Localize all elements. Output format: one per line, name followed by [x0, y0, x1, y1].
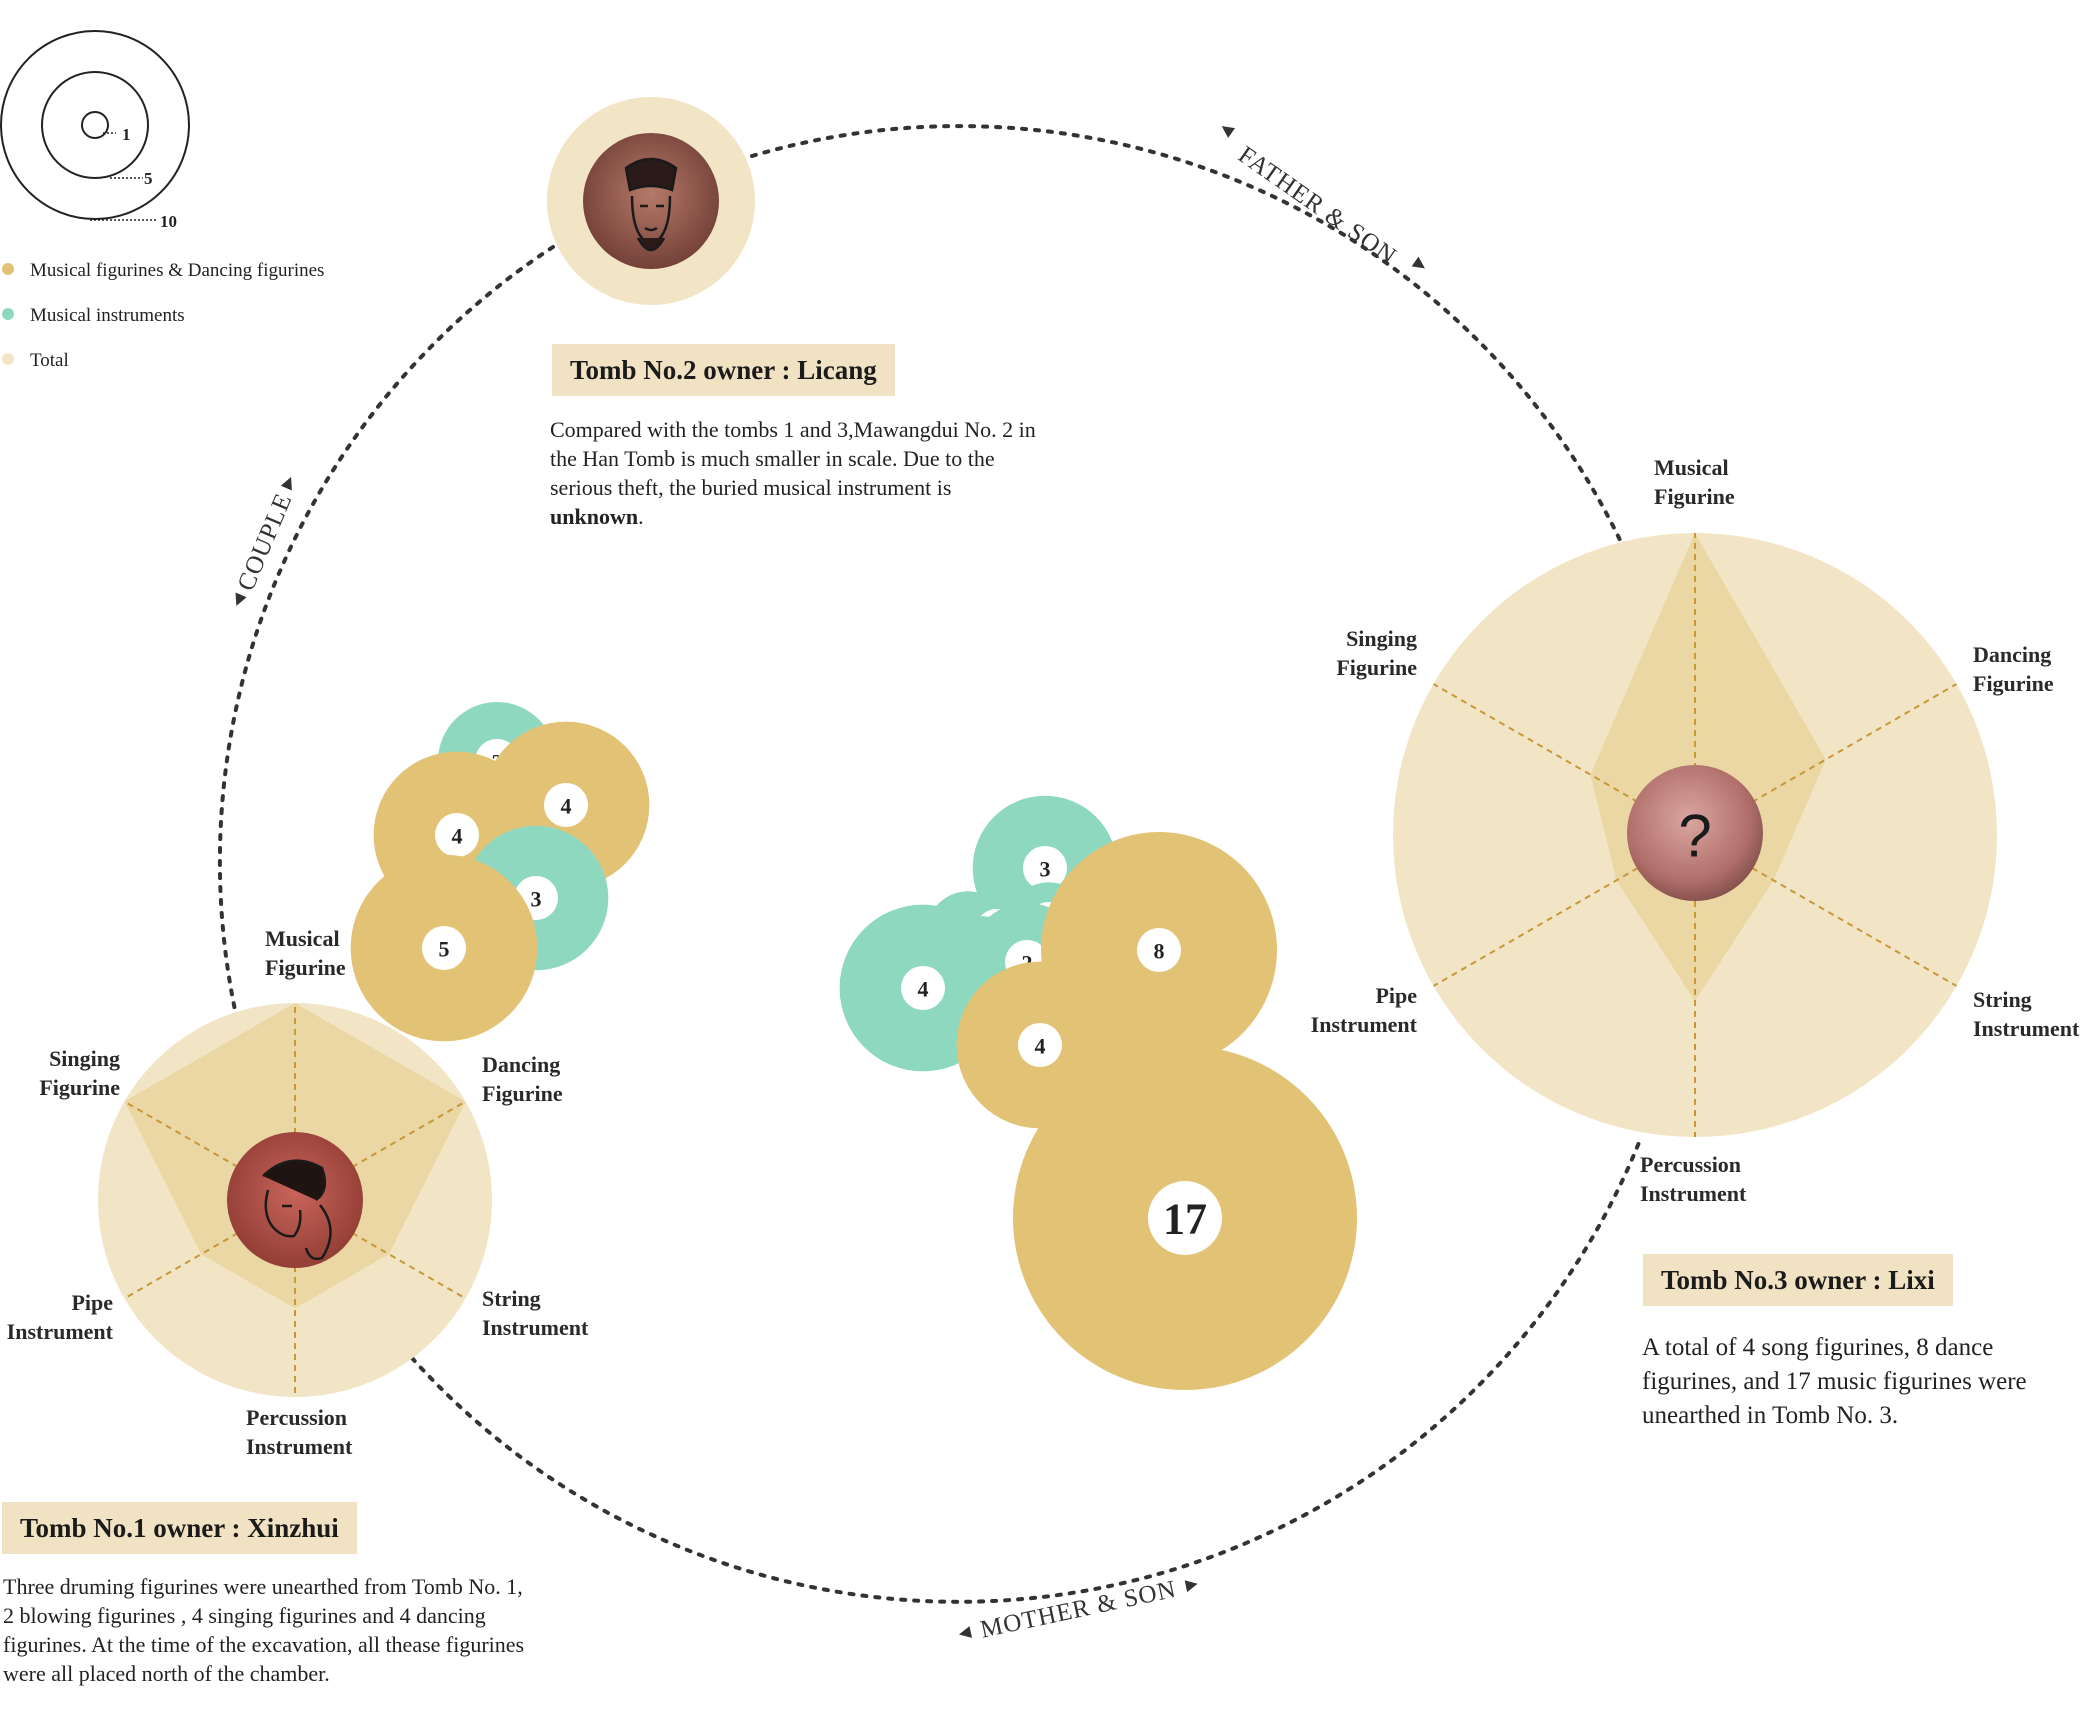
- bubble-value: 4: [561, 794, 572, 819]
- tomb2-description-bold: unknown: [550, 504, 639, 529]
- tomb1-radar-chart: [98, 1003, 492, 1397]
- bubble-label-bg: [1023, 846, 1067, 890]
- legend-swatch-instruments: [2, 308, 14, 320]
- svg-text:FATHER & SON: FATHER & SON: [1233, 141, 1401, 270]
- legend-scale-circle-10: [0, 30, 190, 220]
- tomb1-description: Three druming figurines were unearthed f…: [3, 1574, 525, 1686]
- bubble-label-bg: [1148, 1181, 1222, 1255]
- tomb3-radar-chart: ?: [1393, 533, 1997, 1137]
- svg-text:COUPLE: COUPLE: [233, 489, 298, 595]
- legend-scale-circle-1: [81, 111, 109, 139]
- bubble-value: 4: [918, 977, 929, 1002]
- legend-scale-label-5: 5: [144, 169, 153, 188]
- bubble-label-bg: [901, 966, 945, 1010]
- tomb2-title: Tomb No.2 owner : Licang: [552, 344, 895, 396]
- legend-swatch-figurines: [2, 263, 14, 275]
- tomb2-portrait: [547, 97, 755, 305]
- legend: 1 5 10 Musical figurines & Dancing figur…: [0, 30, 324, 371]
- svg-text:MOTHER & SON: MOTHER & SON: [978, 1576, 1179, 1644]
- bubble-label-bg: [422, 926, 466, 970]
- tomb3-title: Tomb No.3 owner : Lixi: [1643, 1254, 1953, 1306]
- legend-label-instruments: Musical instruments: [30, 305, 185, 326]
- bubble-value: 5: [439, 937, 450, 962]
- tomb1-bubble-5: 5: [350, 854, 538, 1042]
- legend-scale-circle-5: [41, 71, 149, 179]
- tomb2-description-end: .: [638, 504, 644, 529]
- bubble-label-bg: [1137, 928, 1181, 972]
- bubble-value: 3: [1040, 857, 1051, 882]
- bubble-value: 8: [1154, 939, 1165, 964]
- ring-arc-couple: [217, 245, 555, 1012]
- legend-scale-label-1: 1: [122, 125, 131, 144]
- bubble-label-bg: [544, 783, 588, 827]
- bubble-value: 4: [452, 824, 463, 849]
- bubble-value: 4: [1035, 1034, 1046, 1059]
- legend-scale-label-10: 10: [160, 212, 177, 231]
- legend-swatch-total: [2, 353, 14, 365]
- bubble-label-bg: [1018, 1023, 1062, 1067]
- relation-label-couple: COUPLE: [233, 477, 298, 606]
- ring-arc-father-son: [750, 124, 1622, 542]
- legend-label-figurines: Musical figurines & Dancing figurines: [30, 260, 324, 281]
- tomb3-portrait-unknown: ?: [1678, 803, 1711, 870]
- tomb1-portrait: [262, 1159, 332, 1261]
- bubble-value: 3: [531, 887, 542, 912]
- tomb1-title: Tomb No.1 owner : Xinzhui: [2, 1502, 357, 1554]
- ring-arc-mother-son: [410, 1138, 1642, 1604]
- legend-label-total: Total: [30, 350, 69, 371]
- tomb3-bubble-11: 17: [1013, 1046, 1357, 1390]
- tomb2-description: Compared with the tombs 1 and 3,Mawangdu…: [550, 415, 1040, 531]
- relationship-ring: [217, 124, 1642, 1604]
- relation-label-mother-son: MOTHER & SON: [959, 1576, 1198, 1644]
- tomb2-description-text: Compared with the tombs 1 and 3,Mawangdu…: [550, 417, 1036, 500]
- tomb3-description: A total of 4 song figurines, 8 dance fig…: [1642, 1334, 2027, 1429]
- relation-label-father-son: FATHER & SON: [1221, 126, 1425, 270]
- bubble-value: 17: [1163, 1195, 1207, 1244]
- bubble-label-bg: [435, 813, 479, 857]
